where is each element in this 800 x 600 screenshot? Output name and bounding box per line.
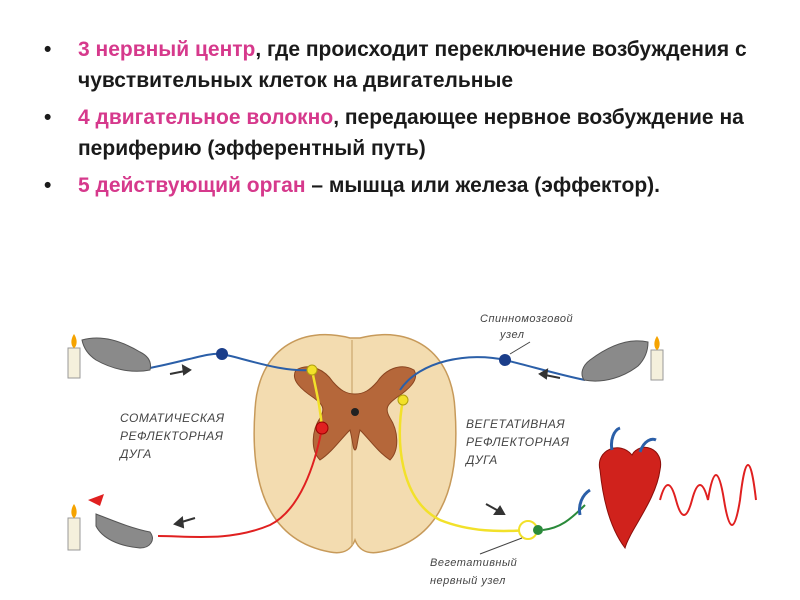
heart-icon bbox=[578, 426, 662, 550]
autonomic-neuron-body bbox=[397, 394, 409, 406]
effector-wave bbox=[659, 464, 757, 526]
grey-matter bbox=[294, 366, 416, 461]
label-veg-ganglion: Вегетативный нервный узел bbox=[430, 537, 523, 587]
bullet-text: , где происходит переключение возбуждени… bbox=[78, 38, 747, 92]
bullet-item-effector: • 5 действующий орган – мышца или железа… bbox=[40, 170, 780, 201]
svg-text:узел: узел bbox=[499, 329, 524, 341]
candle-left-top bbox=[67, 334, 81, 379]
central-canal bbox=[351, 408, 359, 416]
hand-left-bottom bbox=[88, 494, 153, 549]
motor-fiber-left bbox=[157, 427, 323, 538]
bullet-item-nerve-center: • 3 нервный центр, где происходит перекл… bbox=[40, 34, 780, 96]
postganglionic-fiber bbox=[542, 504, 586, 531]
autonomic-fiber bbox=[398, 399, 531, 533]
hand-right bbox=[581, 340, 649, 382]
bullet-item-motor-fiber: • 4 двигательное волокно, передающее нер… bbox=[40, 102, 780, 164]
bullet-highlight: 5 действующий орган bbox=[78, 174, 306, 197]
reflex-arc-diagram: СОМАТИЧЕСКАЯ РЕФЛЕКТОРНАЯ ДУГА ВЕГЕТАТИВ… bbox=[67, 313, 757, 587]
spinal-ganglion-right bbox=[499, 354, 511, 366]
svg-text:Спинномозговой: Спинномозговой bbox=[480, 313, 573, 325]
bullet-highlight: 4 двигательное волокно bbox=[78, 106, 334, 129]
svg-text:РЕФЛЕКТОРНАЯ: РЕФЛЕКТОРНАЯ bbox=[120, 429, 224, 443]
motor-neuron-body bbox=[315, 421, 329, 435]
bullet-highlight: 3 нервный центр bbox=[78, 38, 256, 61]
bullet-marker: • bbox=[44, 174, 52, 197]
candle-right bbox=[650, 336, 664, 381]
label-vegetative: ВЕГЕТАТИВНАЯ РЕФЛЕКТОРНАЯ ДУГА bbox=[464, 417, 570, 467]
label-spinal-ganglion: Спинномозговой узел bbox=[480, 313, 573, 355]
bullet-marker: • bbox=[44, 106, 52, 129]
svg-text:РЕФЛЕКТОРНАЯ: РЕФЛЕКТОРНАЯ bbox=[466, 435, 570, 449]
candle-left-bottom bbox=[67, 504, 81, 551]
hand-left-top bbox=[81, 337, 151, 372]
bullet-marker: • bbox=[44, 38, 52, 61]
bullet-text: – мышца или железа (эффектор). bbox=[305, 174, 660, 197]
direction-arrows bbox=[169, 364, 561, 529]
svg-text:нервный узел: нервный узел bbox=[430, 575, 506, 587]
svg-text:Вегетативный: Вегетативный bbox=[430, 557, 517, 569]
svg-text:ВЕГЕТАТИВНАЯ: ВЕГЕТАТИВНАЯ bbox=[466, 417, 565, 431]
svg-text:ДУГА: ДУГА bbox=[464, 453, 498, 467]
interneuron-body bbox=[306, 364, 318, 376]
bullet-list: • 3 нервный центр, где происходит перекл… bbox=[40, 34, 780, 207]
spinal-ganglion-left bbox=[216, 348, 228, 360]
svg-text:СОМАТИЧЕСКАЯ: СОМАТИЧЕСКАЯ bbox=[120, 411, 225, 425]
svg-text:ДУГА: ДУГА bbox=[118, 447, 152, 461]
vegetative-ganglion-node bbox=[533, 525, 543, 535]
bullet-text: , передающее нервное возбуждение на пери… bbox=[78, 106, 744, 160]
label-somatic: СОМАТИЧЕСКАЯ РЕФЛЕКТОРНАЯ ДУГА bbox=[118, 411, 225, 461]
